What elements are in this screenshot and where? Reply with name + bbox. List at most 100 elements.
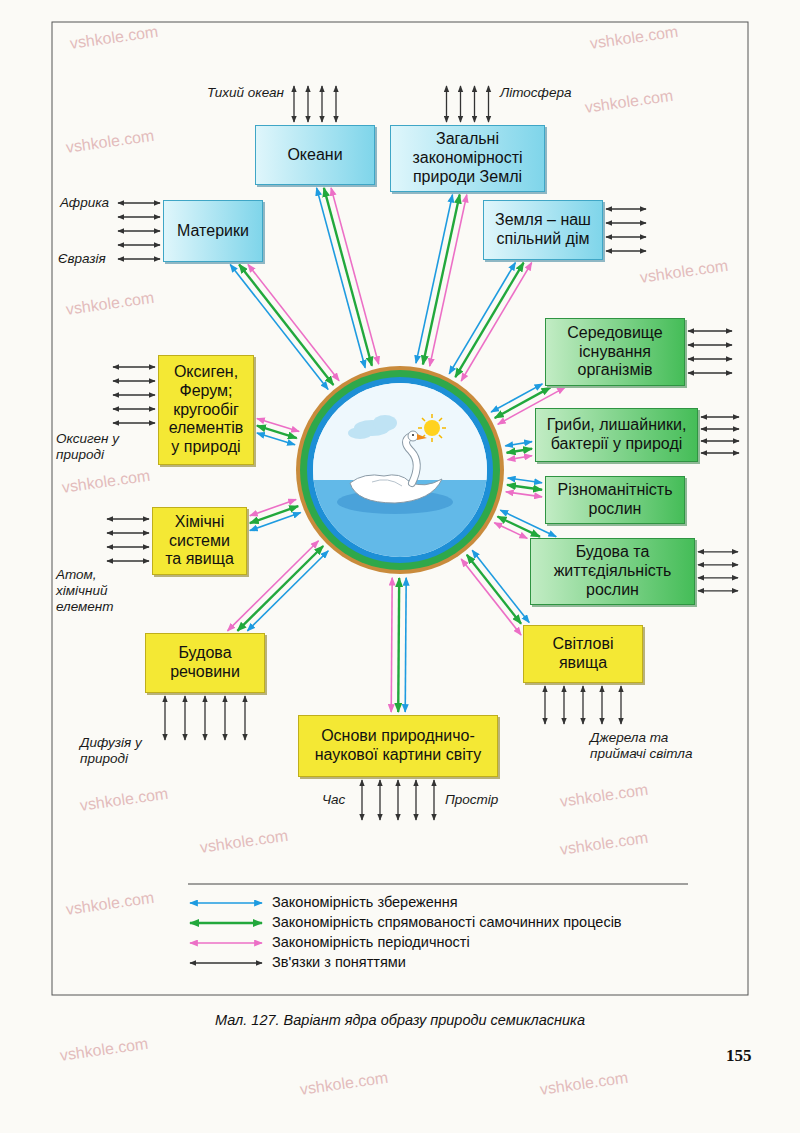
topic-text: Основи природничо-наукової картини світу: [305, 727, 491, 765]
concept-arrow: [107, 532, 149, 533]
topic-box: Гриби, лишайники, бактерії у природі: [535, 408, 698, 462]
law-arrow: [324, 188, 372, 366]
legend-sample: [190, 922, 262, 924]
topic-text: Гриби, лишайники, бактерії у природі: [542, 416, 691, 454]
topic-box: Материки: [163, 200, 263, 262]
concept-arrow: [688, 344, 732, 345]
topic-box: Середовище існування організмів: [545, 318, 685, 386]
concept-arrow: [460, 86, 461, 122]
watermark: vshkole.com: [584, 86, 675, 117]
watermark: vshkole.com: [65, 888, 156, 919]
concept-arrow: [698, 577, 738, 578]
law-arrow: [506, 492, 542, 497]
concept-arrow: [701, 440, 739, 441]
legend-text: Закономірність збереження: [272, 894, 458, 911]
green-ring: [300, 370, 500, 570]
topic-text: Оксиген, Ферум; кругообіг елементів у пр…: [165, 363, 247, 457]
concept-arrow: [118, 202, 160, 203]
law-arrow: [508, 478, 542, 483]
concept-arrow: [293, 86, 294, 122]
blue-ring: [307, 377, 493, 563]
swan-beak: [417, 434, 427, 440]
concept-arrow: [446, 86, 447, 122]
outer-ring: [296, 366, 504, 574]
topic-text: Загальні закономірності природи Землі: [397, 130, 538, 187]
concept-arrow: [582, 686, 583, 724]
swan-neck-outline: [406, 436, 417, 483]
concept-arrow: [244, 696, 245, 740]
swan: [350, 431, 442, 503]
concept-arrow: [474, 86, 475, 122]
concept-arrow: [606, 250, 646, 251]
topic-box: Будова та життєдіяльність рослин: [530, 538, 695, 605]
law-arrow: [250, 499, 296, 515]
concept-arrow: [118, 244, 160, 245]
swan-eye: [412, 434, 414, 436]
concept-arrow: [379, 780, 380, 820]
cloud-part: [373, 415, 397, 431]
concept-arrow: [164, 696, 165, 740]
law-arrow: [455, 263, 523, 378]
law-arrow: [257, 426, 297, 438]
law-arrow: [248, 264, 339, 380]
topic-box: Океани: [255, 125, 375, 185]
concept-arrow: [488, 86, 489, 122]
nature-emblem: [296, 366, 504, 574]
law-arrow: [247, 551, 328, 631]
topic-box: Різноманітність рослин: [545, 476, 685, 524]
concept-arrow: [544, 686, 545, 724]
legend-sample: [190, 902, 262, 904]
concept-arrow: [113, 422, 155, 423]
concept-arrow: [415, 780, 416, 820]
concept-arrow: [118, 216, 160, 217]
page-number: 155: [726, 1046, 752, 1066]
page-frame: [52, 22, 748, 995]
topic-box: Основи природничо-наукової картини світу: [298, 715, 498, 777]
topic-box: Загальні закономірності природи Землі: [390, 125, 545, 192]
watermark: vshkole.com: [79, 784, 170, 815]
concept-arrow: [118, 230, 160, 231]
law-arrow: [398, 578, 399, 712]
topic-text: Хімічні системи та явища: [159, 513, 240, 570]
law-arrow: [505, 442, 532, 446]
legend-text: Закономірність спрямованості самочинних …: [272, 914, 622, 931]
concept-label: Літосфера: [500, 85, 572, 101]
swan-neck: [406, 436, 417, 483]
law-arrow: [257, 433, 295, 445]
law-arrow: [405, 578, 406, 712]
sun: [418, 414, 446, 442]
law-arrow: [391, 578, 392, 712]
concept-arrow: [698, 590, 738, 591]
law-arrow: [508, 456, 533, 460]
concept-arrow: [107, 546, 149, 547]
concept-arrow: [563, 686, 564, 724]
concept-arrow: [321, 86, 322, 122]
concept-arrow: [606, 208, 646, 209]
law-arrow: [331, 188, 379, 364]
watermark: vshkole.com: [65, 288, 156, 319]
concept-arrow: [606, 236, 646, 237]
emblem-scene: [313, 383, 487, 560]
concept-arrow: [307, 86, 308, 122]
watermark: vshkole.com: [59, 1034, 150, 1065]
figure-caption: Мал. 127. Варіант ядра образу природи се…: [0, 1012, 800, 1029]
law-arrow: [507, 485, 542, 490]
watermark: vshkole.com: [639, 256, 730, 287]
legend-text: Закономірність періодичності: [272, 934, 470, 951]
concept-label: Оксиген у природі: [56, 431, 122, 463]
concept-arrow: [606, 222, 646, 223]
concept-label: Тихий океан: [207, 85, 284, 101]
law-arrow: [494, 523, 527, 539]
concept-label: Євразія: [58, 251, 106, 267]
concept-arrow: [335, 86, 336, 122]
concept-label: Простір: [445, 792, 498, 808]
law-arrow: [472, 550, 529, 622]
watermark: vshkole.com: [199, 826, 290, 857]
swan-wing: [372, 480, 402, 486]
concept-arrow: [113, 366, 155, 367]
watermark: vshkole.com: [69, 22, 160, 53]
concept-label: Дифузія у природі: [80, 735, 154, 767]
legend-rule: [188, 884, 688, 885]
concept-arrow: [397, 780, 398, 820]
concept-label: Африка: [60, 195, 109, 211]
